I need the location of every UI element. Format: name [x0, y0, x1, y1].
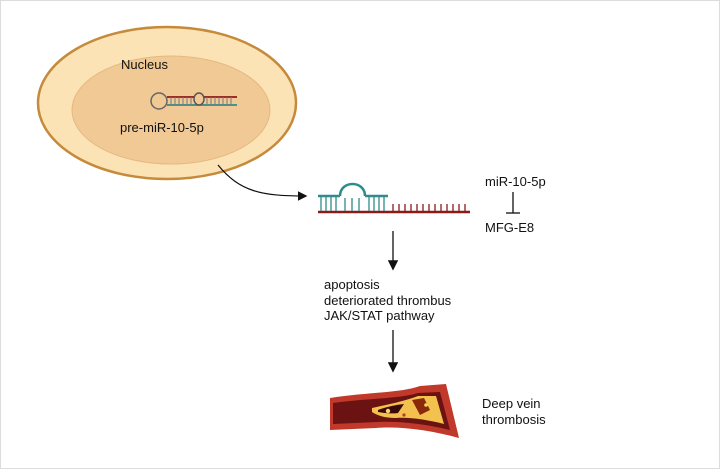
effect-item: JAK/STAT pathway: [324, 308, 435, 323]
export-arrow: [217, 164, 308, 201]
outcome-line: thrombosis: [482, 412, 546, 427]
mirna-duplex-icon: [318, 182, 470, 214]
outcome-label: Deep vein thrombosis: [482, 396, 546, 428]
outcome-line: Deep vein: [482, 396, 541, 411]
effects-list: apoptosis deteriorated thrombus JAK/STAT…: [324, 277, 451, 324]
target-gene-label: MFG-E8: [485, 220, 535, 235]
pre-mirna-hairpin-icon: [150, 92, 237, 110]
effect-item: deteriorated thrombus: [324, 292, 452, 308]
pre-mirna-label: pre-miR-10-5p: [120, 120, 204, 135]
mirna-label: miR-10-5p: [485, 174, 546, 189]
nucleus-label: Nucleus: [121, 57, 168, 72]
nucleus: [71, 55, 271, 165]
effect-item: apoptosis: [324, 277, 380, 292]
inhibition-symbol: [506, 192, 520, 214]
thrombosed-vein-icon: [330, 384, 459, 438]
